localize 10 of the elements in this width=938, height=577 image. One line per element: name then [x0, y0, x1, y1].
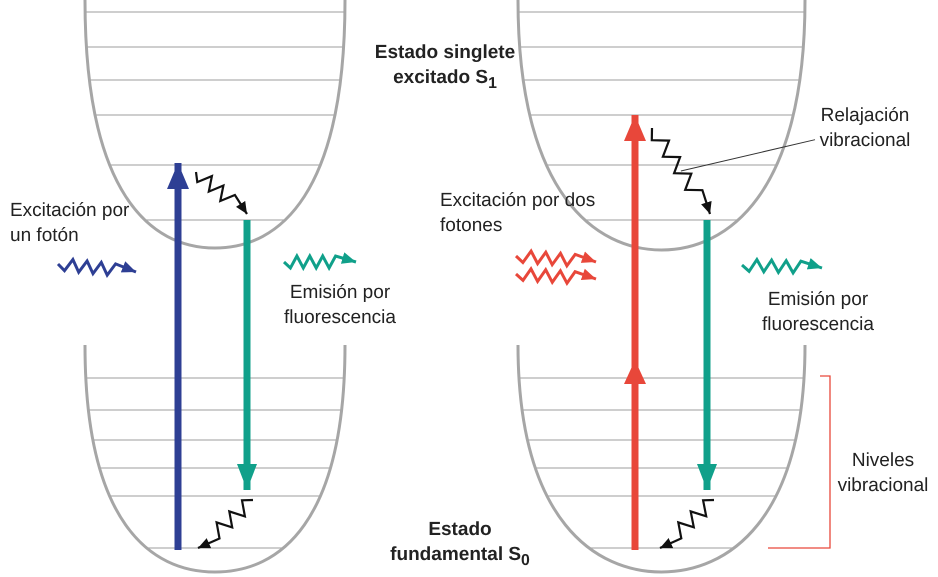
process-label: Excitación por un fotón [10, 199, 130, 248]
state-label: Estado singlete excitado S$_{1}$ [374, 41, 516, 94]
callout-label: Relajación vibracional [815, 103, 915, 153]
levels-label: Niveles vibracional [836, 449, 930, 498]
leader-line [680, 139, 816, 172]
relaxation-arrow [650, 128, 712, 214]
process-label: Excitación por dos fotones [440, 189, 596, 238]
process-label: Emisión por fluorescencia [761, 288, 875, 337]
process-label: Emisión por fluorescencia [283, 281, 397, 330]
state-label: Estado fundamental S$_{0}$ [389, 518, 531, 571]
